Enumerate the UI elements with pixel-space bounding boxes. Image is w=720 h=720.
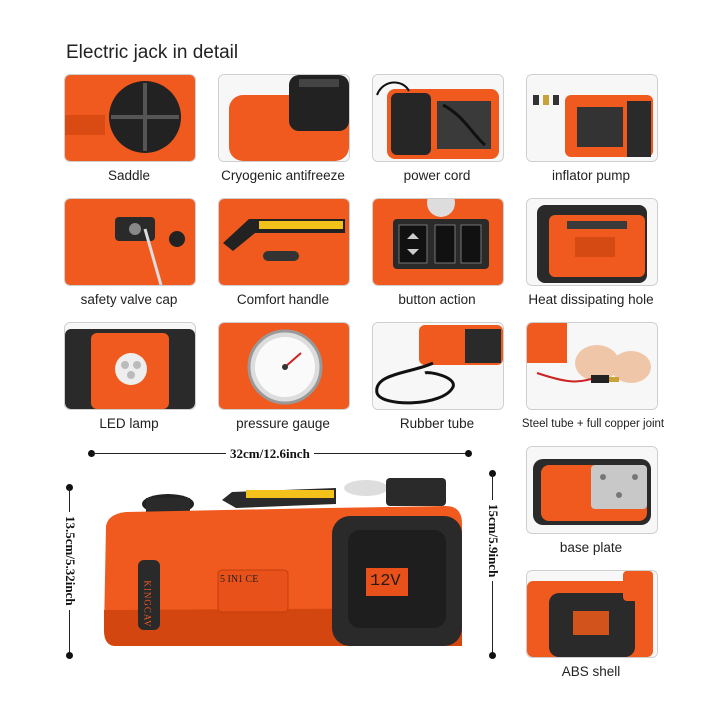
tile-safety-valve-cap bbox=[64, 198, 196, 286]
pressure-gauge-image bbox=[219, 323, 349, 409]
tile-inflator-pump bbox=[526, 74, 658, 162]
button-action-image bbox=[373, 199, 503, 285]
brand-label: KINGCAV bbox=[143, 580, 153, 628]
tile-abs-shell bbox=[526, 570, 658, 658]
length-dim-end bbox=[465, 450, 472, 457]
page-title: Electric jack in detail bbox=[66, 42, 239, 63]
power-cord-image bbox=[373, 75, 503, 161]
tile-heat-dissipating-hole bbox=[526, 198, 658, 286]
model-label: 5 IN1 CE bbox=[220, 574, 259, 585]
tile-led-lamp bbox=[64, 322, 196, 410]
caption-comfort-handle: Comfort handle bbox=[236, 292, 330, 307]
caption-pressure-gauge: pressure gauge bbox=[236, 416, 330, 431]
antifreeze-image bbox=[219, 75, 349, 161]
electric-jack-main-image: KINGCAV 5 IN1 CE 12V bbox=[96, 470, 476, 650]
rubber-tube-image bbox=[373, 323, 503, 409]
led-lamp-image bbox=[65, 323, 195, 409]
caption-inflator-pump: inflator pump bbox=[551, 168, 631, 183]
heat-hole-image bbox=[527, 199, 657, 285]
base-plate-image bbox=[527, 447, 657, 533]
tile-button-action bbox=[372, 198, 504, 286]
caption-base-plate: base plate bbox=[559, 540, 623, 555]
tile-comfort-handle bbox=[218, 198, 350, 286]
tile-power-cord bbox=[372, 74, 504, 162]
tile-rubber-tube bbox=[372, 322, 504, 410]
length-dim-label: 32cm/12.6inch bbox=[226, 446, 314, 462]
jack-body-illustration bbox=[104, 478, 462, 646]
right-height-dim-end bbox=[489, 652, 496, 659]
tile-base-plate bbox=[526, 446, 658, 534]
left-height-dim-end bbox=[66, 652, 73, 659]
length-dim-start bbox=[88, 450, 95, 457]
caption-rubber-tube: Rubber tube bbox=[399, 416, 475, 431]
caption-steel-tube: Steel tube + full copper joint bbox=[521, 418, 665, 430]
caption-led-lamp: LED lamp bbox=[99, 416, 159, 431]
caption-abs-shell: ABS shell bbox=[561, 664, 621, 679]
caption-button-action: button action bbox=[398, 292, 476, 307]
caption-saddle: Saddle bbox=[107, 168, 151, 183]
safety-valve-image bbox=[65, 199, 195, 285]
voltage-label: 12V bbox=[370, 572, 401, 591]
tile-saddle bbox=[64, 74, 196, 162]
abs-shell-image bbox=[527, 571, 657, 657]
saddle-image bbox=[65, 75, 195, 161]
left-height-dim-label: 13.5cm/5.32inch bbox=[62, 512, 78, 610]
caption-power-cord: power cord bbox=[403, 168, 471, 183]
tile-cryogenic-antifreeze bbox=[218, 74, 350, 162]
right-height-dim-label: 15cm/5.9inch bbox=[485, 500, 501, 582]
tile-steel-tube bbox=[526, 322, 658, 410]
right-height-dim-start bbox=[489, 470, 496, 477]
caption-heat-dissipating-hole: Heat dissipating hole bbox=[528, 292, 654, 307]
comfort-handle-image bbox=[219, 199, 349, 285]
steel-tube-image bbox=[527, 323, 657, 409]
left-height-dim-start bbox=[66, 484, 73, 491]
tile-pressure-gauge bbox=[218, 322, 350, 410]
inflator-pump-image bbox=[527, 75, 657, 161]
caption-safety-valve-cap: safety valve cap bbox=[80, 292, 178, 307]
caption-cryogenic-antifreeze: Cryogenic antifreeze bbox=[221, 168, 345, 183]
brand-label-wrap: KINGCAV bbox=[137, 578, 159, 630]
